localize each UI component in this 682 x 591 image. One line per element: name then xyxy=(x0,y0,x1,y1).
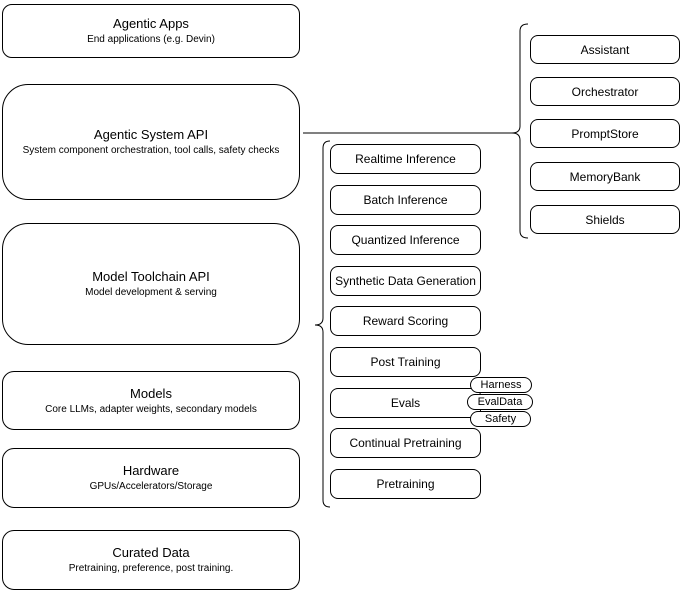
layer-box-agentic-apps: Agentic Apps End applications (e.g. Devi… xyxy=(2,4,300,58)
layer-subtitle: System component orchestration, tool cal… xyxy=(22,145,280,156)
toolchain-item-continual-pretraining: Continual Pretraining xyxy=(330,428,481,458)
component-box-assistant: Assistant xyxy=(530,35,680,64)
layer-subtitle: Model development & serving xyxy=(85,287,217,298)
layer-title: Model Toolchain API xyxy=(92,269,210,284)
component-box-orchestrator: Orchestrator xyxy=(530,77,680,106)
eval-badge-evaldata: EvalData xyxy=(467,394,533,410)
toolchain-item-evals: Evals xyxy=(330,388,481,418)
layer-title: Hardware xyxy=(122,463,180,478)
system-components-brace xyxy=(511,23,529,239)
toolchain-brace xyxy=(314,140,331,508)
layer-box-hardware: Hardware GPUs/Accelerators/Storage xyxy=(2,448,300,508)
eval-badge-harness: Harness xyxy=(470,377,532,393)
layer-subtitle: Core LLMs, adapter weights, secondary mo… xyxy=(45,403,257,415)
toolchain-item-reward-scoring: Reward Scoring xyxy=(330,306,481,336)
layer-title: Agentic System API xyxy=(93,127,209,142)
component-box-memorybank: MemoryBank xyxy=(530,162,680,191)
layer-subtitle: GPUs/Accelerators/Storage xyxy=(89,481,213,492)
layer-title: Models xyxy=(130,385,172,401)
layer-title: Agentic Apps xyxy=(113,16,189,31)
layer-box-agentic-system-api: Agentic System API System component orch… xyxy=(2,84,300,200)
toolchain-item-quantized-inference: Quantized Inference xyxy=(330,225,481,255)
component-box-promptstore: PromptStore xyxy=(530,119,680,148)
layer-box-model-toolchain-api: Model Toolchain API Model development & … xyxy=(2,223,300,345)
component-box-shields: Shields xyxy=(530,205,680,234)
layer-box-curated-data: Curated Data Pretraining, preference, po… xyxy=(2,530,300,590)
toolchain-item-pretraining: Pretraining xyxy=(330,469,481,499)
layer-title: Curated Data xyxy=(112,545,190,560)
toolchain-item-post-training: Post Training xyxy=(330,347,481,377)
toolchain-item-synthetic-data-generation: Synthetic Data Generation xyxy=(330,266,481,296)
toolchain-item-batch-inference: Batch Inference xyxy=(330,185,481,215)
layer-subtitle: Pretraining, preference, post training. xyxy=(68,563,234,574)
eval-badge-safety: Safety xyxy=(470,411,531,427)
toolchain-item-realtime-inference: Realtime Inference xyxy=(330,144,481,174)
layer-box-models: Models Core LLMs, adapter weights, secon… xyxy=(2,371,300,430)
layer-subtitle: End applications (e.g. Devin) xyxy=(87,34,215,45)
